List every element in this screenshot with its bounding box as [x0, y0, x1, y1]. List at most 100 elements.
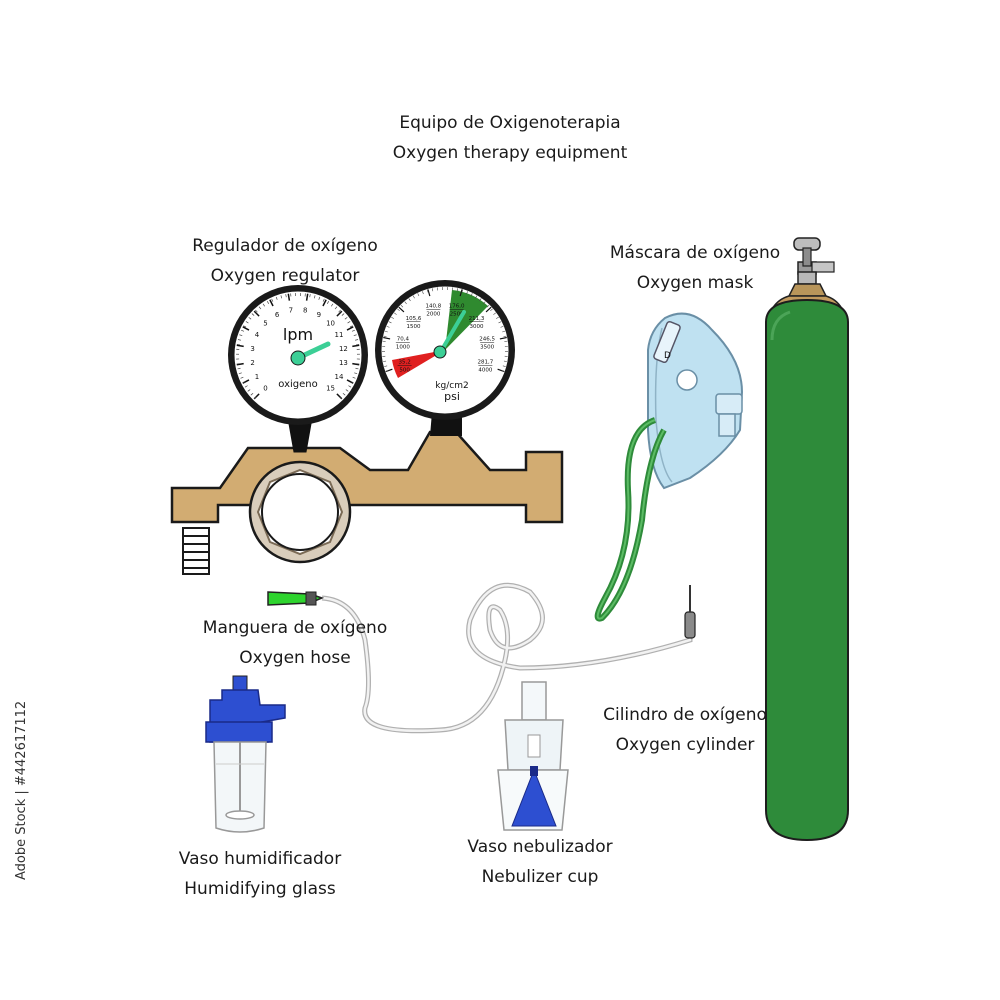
- flow-minor-tick: [280, 295, 283, 299]
- flow-minor-tick: [345, 389, 349, 392]
- pressure-minor-tick: [384, 330, 388, 333]
- pressure-minor-tick: [400, 304, 404, 308]
- pressure-minor-tick: [393, 312, 397, 315]
- flow-minor-tick: [245, 321, 249, 324]
- flow-tick-label: 6: [275, 311, 280, 319]
- pressure-minor-tick: [475, 295, 478, 299]
- flow-minor-tick: [349, 325, 353, 328]
- flow-minor-tick: [258, 306, 262, 310]
- flow-minor-tick: [341, 313, 345, 316]
- inlet-thread: [182, 527, 210, 575]
- humidifier-label-es: Vaso humidificador: [178, 849, 342, 869]
- flow-minor-tick: [338, 309, 341, 313]
- flow-minor-tick: [313, 295, 316, 299]
- nebulizer-label-en: Nebulizer cup: [481, 867, 599, 887]
- flow-minor-tick: [253, 396, 257, 400]
- flow-minor-tick: [255, 309, 258, 313]
- flow-minor-tick: [309, 294, 311, 298]
- flow-tick: [352, 344, 360, 348]
- nebulizer-cup: [497, 681, 569, 831]
- flow-minor-tick: [353, 334, 357, 337]
- pressure-kg-label: 176,0: [449, 304, 465, 310]
- pressure-minor-tick: [498, 321, 502, 324]
- pressure-tick: [398, 306, 405, 313]
- pressure-unit-psi: psi: [444, 390, 460, 403]
- flow-minor-tick: [236, 343, 240, 346]
- pressure-tick: [459, 289, 463, 297]
- pressure-minor-tick: [386, 325, 390, 328]
- cylinder-label-es: Cilindro de oxígeno: [603, 705, 767, 725]
- flow-minor-tick: [241, 329, 245, 332]
- svg-text:D: D: [664, 351, 671, 361]
- cylinder-label-en: Oxygen cylinder: [615, 735, 755, 755]
- pressure-kg-label: 281,7: [478, 360, 494, 366]
- title-spanish: Equipo de Oxigenoterapia: [399, 113, 621, 133]
- flow-tick: [336, 310, 343, 317]
- pressure-minor-tick: [456, 288, 459, 292]
- flow-minor-tick: [239, 334, 243, 337]
- pressure-minor-tick: [385, 370, 389, 372]
- flow-tick-label: 3: [250, 345, 254, 353]
- pressure-psi-label: 3500: [480, 344, 494, 350]
- flow-tick: [253, 310, 260, 317]
- flow-minor-tick: [247, 389, 251, 392]
- pressure-psi-label: 2000: [426, 312, 440, 318]
- pressure-minor-tick: [388, 321, 392, 324]
- flow-tick: [236, 362, 244, 366]
- diagram-title: Equipo de Oxigenoterapia Oxygen therapy …: [300, 108, 720, 168]
- flow-minor-tick: [275, 296, 278, 300]
- pressure-minor-tick: [412, 295, 415, 299]
- regulator-body: [170, 412, 564, 575]
- pressure-minor-tick: [496, 316, 499, 319]
- flow-minor-tick: [266, 300, 270, 304]
- pressure-kg-label: 35,2: [398, 360, 410, 366]
- pressure-psi-label: 1000: [396, 344, 410, 350]
- flow-tick-label: 5: [263, 319, 267, 327]
- pressure-minor-tick: [502, 365, 506, 367]
- flow-minor-tick: [237, 367, 241, 370]
- pressure-minor-tick: [391, 316, 394, 319]
- flow-tick-label: 2: [250, 359, 254, 367]
- pressure-minor-tick: [384, 365, 388, 367]
- humidifier-glass: [205, 675, 286, 833]
- cylinder-label: Cilindro de oxígeno Oxygen cylinder: [540, 700, 830, 760]
- oxygen-mask: D: [594, 312, 744, 622]
- pressure-psi-label: 2500: [450, 312, 464, 318]
- flow-tick-label: 8: [303, 307, 307, 315]
- flow-tick-label: 9: [317, 311, 321, 319]
- pressure-minor-tick: [383, 335, 387, 338]
- flow-minor-tick: [242, 381, 246, 384]
- flow-minor-tick: [238, 372, 242, 375]
- flow-minor-tick: [348, 385, 352, 388]
- flow-tick: [322, 299, 327, 307]
- stock-watermark-id: Adobe Stock | #442617112: [14, 700, 29, 880]
- pressure-tick: [485, 306, 492, 313]
- flow-gas-label: oxigeno: [278, 379, 317, 390]
- flow-minor-tick: [344, 317, 348, 320]
- pressure-kg-label: 105,6: [406, 316, 422, 322]
- flow-tick-label: 14: [335, 373, 344, 381]
- flow-minor-tick: [356, 343, 360, 346]
- flow-tick-label: 0: [263, 385, 267, 393]
- flow-minor-tick: [322, 298, 325, 302]
- pressure-kg-label: 140,8: [425, 304, 441, 310]
- hose-label-es: Manguera de oxígeno: [202, 618, 388, 638]
- mask-label: Máscara de oxígeno Oxygen mask: [560, 238, 830, 298]
- regulator-label-en: Oxygen regulator: [210, 266, 360, 286]
- regulator-label-es: Regulador de oxígeno: [192, 236, 378, 256]
- flow-minor-tick: [243, 325, 247, 328]
- flow-minor-tick: [244, 385, 248, 388]
- flow-tick-label: 13: [339, 359, 348, 367]
- humidifier-label-en: Humidifying glass: [184, 879, 336, 899]
- pressure-kg-label: 211,3: [469, 316, 485, 322]
- flow-minor-tick: [240, 376, 244, 379]
- pressure-minor-tick: [503, 335, 507, 338]
- flow-minor-tick: [354, 372, 358, 375]
- pressure-needle: [438, 310, 466, 355]
- flow-minor-tick: [334, 306, 338, 310]
- pressure-minor-tick: [461, 289, 464, 293]
- flow-minor-tick: [250, 392, 254, 396]
- flow-tick: [305, 293, 309, 301]
